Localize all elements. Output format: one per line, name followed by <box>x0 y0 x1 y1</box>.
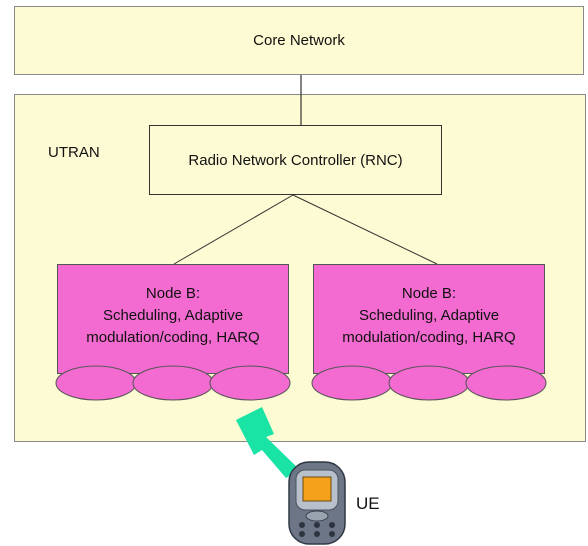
node-b-line1-1: Scheduling, Adaptive <box>102 307 244 324</box>
node-b-box-1: Node B: Scheduling, Adaptive modulation/… <box>57 264 289 374</box>
node-b-line1-2: Scheduling, Adaptive <box>358 307 500 324</box>
antenna-ellipse <box>388 365 470 401</box>
node-b-1-antenna-group <box>55 365 291 401</box>
rnc-label: Radio Network Controller (RNC) <box>188 151 403 169</box>
core-network-label: Core Network <box>253 32 345 49</box>
ue-label: UE <box>356 494 380 513</box>
antenna-ellipse <box>132 365 214 401</box>
rnc-nodeb2-link <box>292 194 438 265</box>
node-b-title-1: Node B: <box>145 285 201 302</box>
rnc-nodeb1-link <box>173 194 294 265</box>
antenna-ellipse <box>209 365 291 401</box>
node-b-box-2: Node B: Scheduling, Adaptive modulation/… <box>313 264 545 374</box>
node-b-2-antenna-group <box>311 365 547 401</box>
core-network-box: Core Network <box>14 6 584 75</box>
mobile-phone-icon <box>288 461 346 545</box>
rnc-box: Radio Network Controller (RNC) <box>149 125 442 195</box>
antenna-ellipse <box>55 365 137 401</box>
antenna-ellipse <box>465 365 547 401</box>
utran-label: UTRAN <box>48 144 100 161</box>
node-b-line2-1: modulation/coding, HARQ <box>86 329 260 346</box>
node-b-title-2: Node B: <box>401 285 457 302</box>
node-b-line2-2: modulation/coding, HARQ <box>342 329 516 346</box>
antenna-ellipse <box>311 365 393 401</box>
radio-link-lightning-icon <box>236 407 300 478</box>
